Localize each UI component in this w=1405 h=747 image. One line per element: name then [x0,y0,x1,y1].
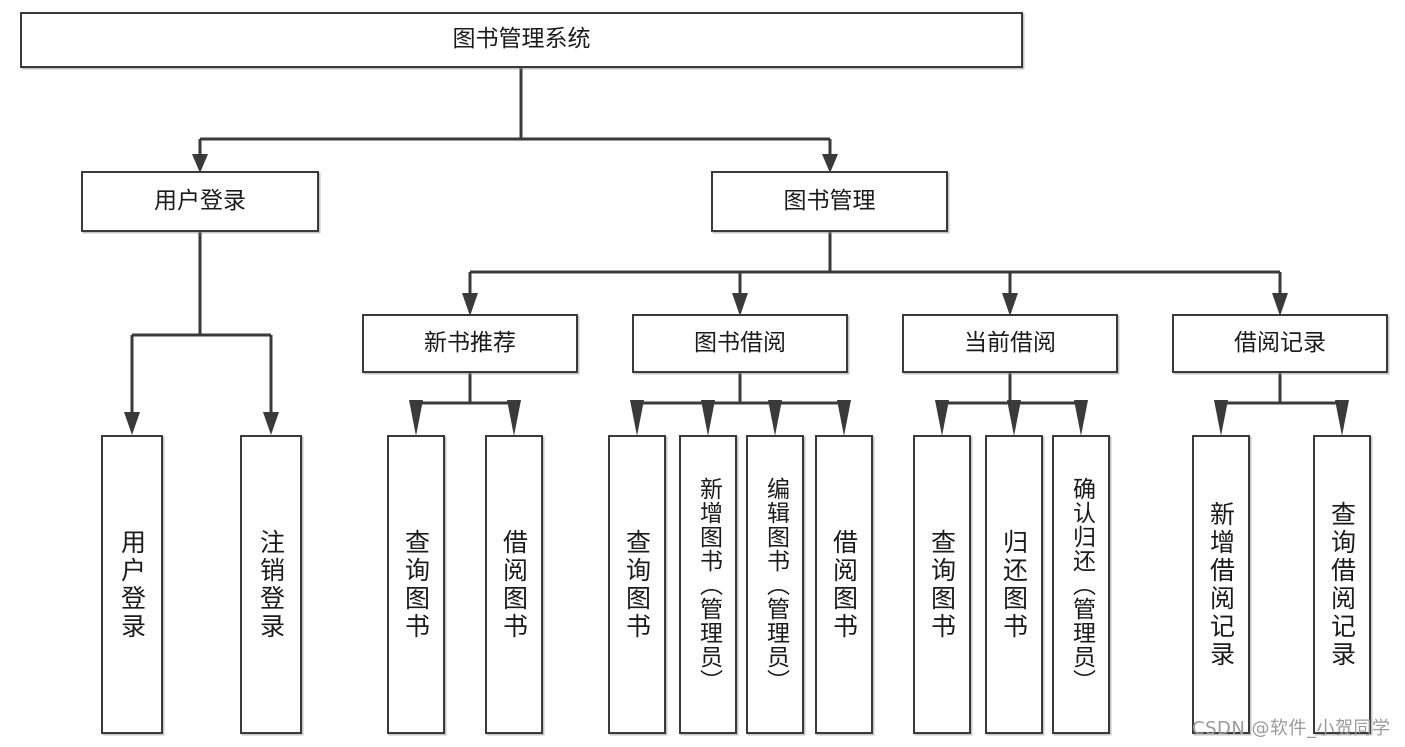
arrow-to-leaf-user-login [124,412,140,435]
node-leaf-add-book-label: 新增图书（管理员） [695,476,722,693]
node-leaf-user-login[interactable]: 用户登录 [101,435,163,734]
arrow-to-book-borrow [732,293,748,316]
node-leaf-confirm-return[interactable]: 确认归还（管理员） [1052,435,1110,734]
node-book-borrow[interactable]: 图书借阅 [632,314,848,373]
node-root-label: 图书管理系统 [452,26,591,53]
node-book-borrow-label: 图书借阅 [694,329,786,356]
node-borrow-record-label: 借阅记录 [1234,329,1326,356]
node-current-borrow[interactable]: 当前借阅 [902,314,1118,373]
node-leaf-query-book-3[interactable]: 查询图书 [913,435,971,734]
node-leaf-borrow-book-2-label: 借阅图书 [829,528,859,641]
node-book-manage-label: 图书管理 [783,187,876,214]
node-leaf-user-logout-label: 注销登录 [256,528,286,641]
node-leaf-query-record[interactable]: 查询借阅记录 [1313,435,1371,734]
arrow-to-leaf-confirm-return [1074,400,1088,436]
node-leaf-add-record[interactable]: 新增借阅记录 [1192,435,1250,734]
arrow-to-leaf-query-book-3 [935,400,949,436]
arrow-to-leaf-return-book [1007,400,1021,436]
node-leaf-add-book[interactable]: 新增图书（管理员） [679,435,737,734]
node-leaf-user-login-label: 用户登录 [117,528,147,641]
node-leaf-edit-book[interactable]: 编辑图书（管理员） [746,435,804,734]
arrow-to-current-borrow [1002,293,1018,316]
node-leaf-query-book-1[interactable]: 查询图书 [387,435,445,734]
node-current-borrow-label: 当前借阅 [964,329,1056,356]
arrow-to-leaf-query-book-1 [409,400,423,436]
arrow-to-leaf-query-record [1335,400,1349,436]
node-leaf-borrow-book-1-label: 借阅图书 [499,528,529,641]
arrow-to-leaf-borrow-book-1 [507,400,521,436]
arrow-to-new-book-rec [462,293,478,316]
arrow-to-borrow-record [1272,293,1288,316]
node-borrow-record[interactable]: 借阅记录 [1172,314,1388,373]
arrow-to-leaf-edit-book [768,400,782,436]
node-user-login-label: 用户登录 [154,187,246,214]
node-leaf-user-logout[interactable]: 注销登录 [240,435,302,734]
node-leaf-return-book[interactable]: 归还图书 [985,435,1043,734]
node-leaf-borrow-book-1[interactable]: 借阅图书 [485,435,543,734]
node-user-login[interactable]: 用户登录 [81,171,319,232]
node-leaf-confirm-return-label: 确认归还（管理员） [1068,476,1095,693]
node-new-book-rec[interactable]: 新书推荐 [362,314,578,373]
node-leaf-query-book-1-label: 查询图书 [401,528,431,641]
arrow-to-leaf-query-book-2 [630,400,644,436]
node-leaf-return-book-label: 归还图书 [999,528,1029,641]
node-leaf-query-record-label: 查询借阅记录 [1327,500,1357,669]
arrow-to-leaf-add-record [1214,400,1228,436]
arrow-to-leaf-borrow-book-2 [837,400,851,436]
arrow-to-leaf-user-logout [263,412,279,435]
node-book-manage[interactable]: 图书管理 [711,171,948,232]
node-leaf-borrow-book-2[interactable]: 借阅图书 [815,435,873,734]
watermark-text: CSDN @软件_小贺同学 [1192,718,1391,739]
node-leaf-query-book-2[interactable]: 查询图书 [608,435,666,734]
arrow-to-leaf-add-book [701,400,715,436]
node-leaf-edit-book-label: 编辑图书（管理员） [762,476,789,693]
node-leaf-add-record-label: 新增借阅记录 [1206,500,1236,669]
node-leaf-query-book-2-label: 查询图书 [622,528,652,641]
node-root[interactable]: 图书管理系统 [20,12,1023,68]
node-leaf-query-book-3-label: 查询图书 [927,528,957,641]
node-new-book-rec-label: 新书推荐 [424,329,516,356]
